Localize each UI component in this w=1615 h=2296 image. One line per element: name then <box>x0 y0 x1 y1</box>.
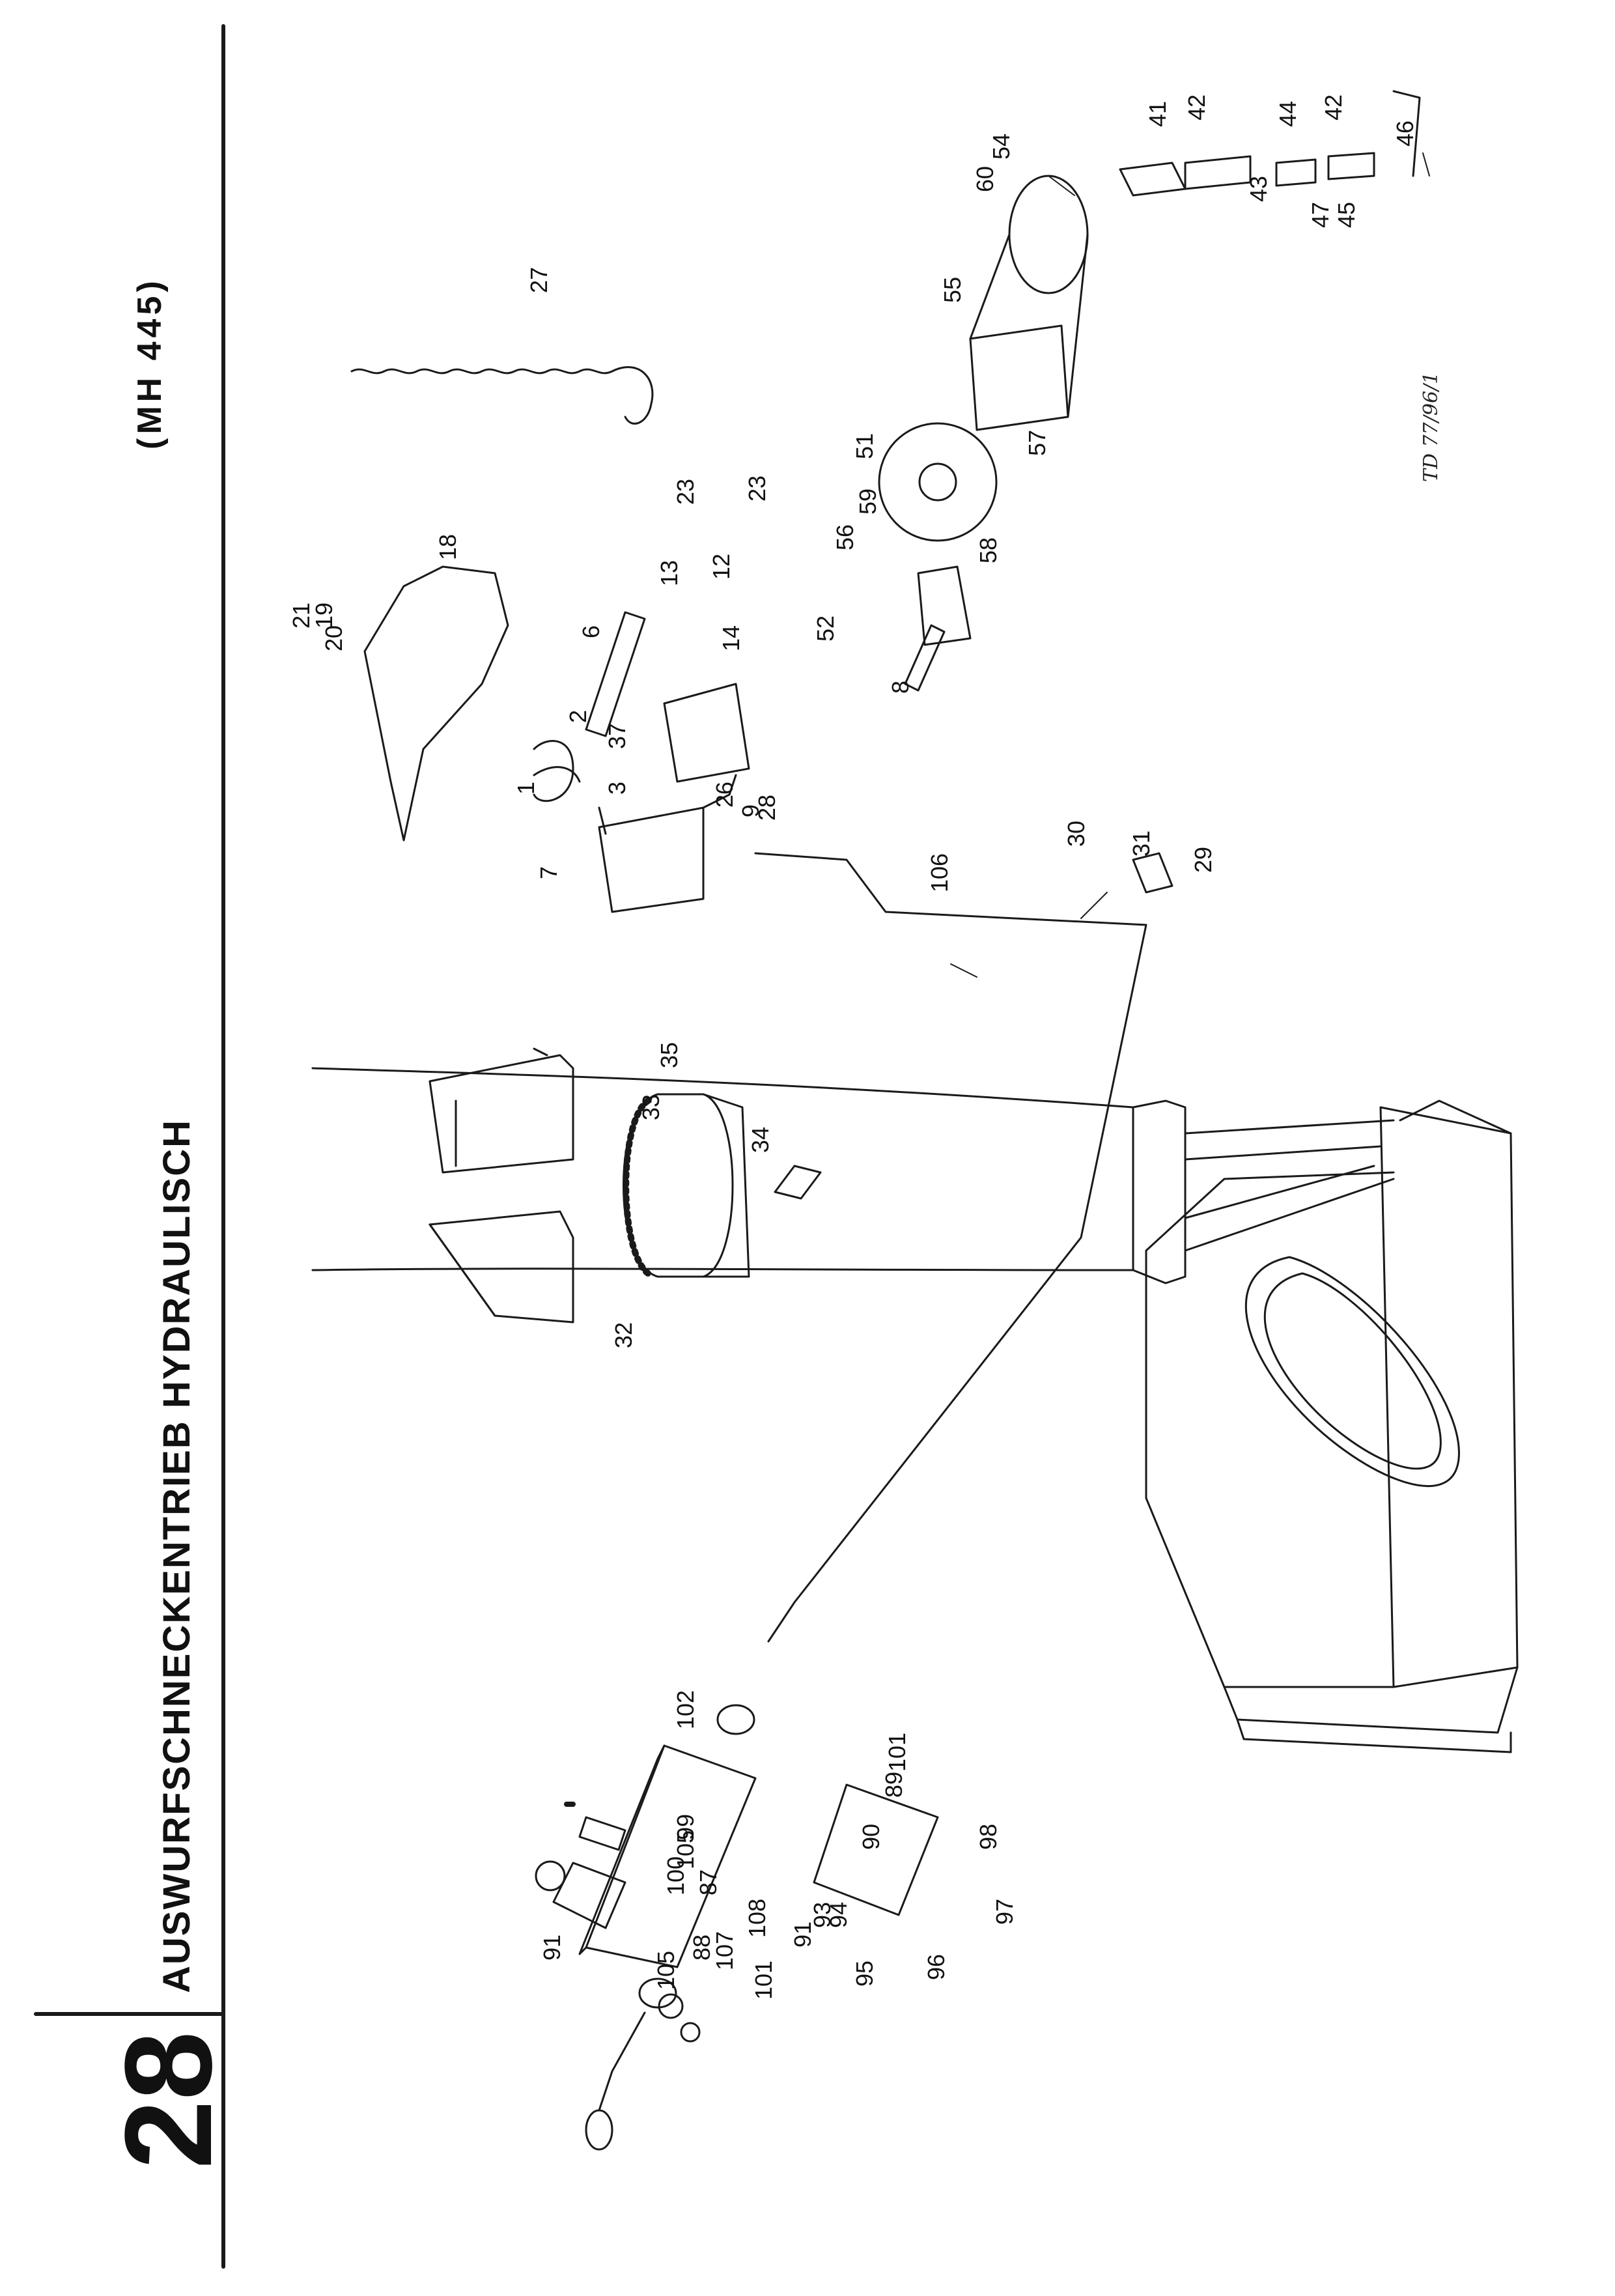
part-callout-31: 31 <box>1128 830 1155 857</box>
part-callout-101: 101 <box>750 1961 777 2000</box>
part-callout-52: 52 <box>812 616 839 642</box>
diagram-title: AUSWURFSCHNECKENTRIEB HYDRAULISCH <box>156 1119 198 1993</box>
spring-1 <box>533 740 581 802</box>
part-callout-96: 96 <box>923 1954 949 1980</box>
part-callout-42: 42 <box>1183 94 1210 120</box>
control-box-assembly <box>535 1704 939 2151</box>
part-callout-28: 28 <box>753 795 780 821</box>
part-callout-43: 43 <box>1245 176 1272 202</box>
part-callout-97: 97 <box>991 1899 1018 1925</box>
part-callout-60: 60 <box>972 166 998 192</box>
bolt-30-31 <box>1132 852 1173 894</box>
part-callout-107: 107 <box>711 1931 738 1970</box>
pin-8 <box>904 624 946 692</box>
part-callout-47: 47 <box>1307 202 1334 228</box>
part-callout-41: 41 <box>1144 101 1171 127</box>
part-callout-33: 33 <box>638 1094 664 1120</box>
part-callout-8: 8 <box>887 681 914 694</box>
hydraulic-fittings-41-47 <box>1119 90 1421 197</box>
part-callout-35: 35 <box>656 1042 682 1068</box>
part-callout-44: 44 <box>1274 101 1301 127</box>
part-callout-106: 106 <box>926 853 953 892</box>
part-callout-1: 1 <box>513 782 539 795</box>
part-callout-45: 45 <box>1333 202 1360 228</box>
part-callout-20: 20 <box>320 625 347 651</box>
part-callout-93: 93 <box>809 1902 836 1928</box>
part-callout-88: 88 <box>688 1935 715 1961</box>
part-callout-94: 94 <box>825 1902 852 1928</box>
part-callout-59: 59 <box>854 489 881 515</box>
part-callout-23: 23 <box>744 475 770 502</box>
bracket-assembly-9 <box>598 683 750 913</box>
bolt-34 <box>774 1165 822 1200</box>
part-callout-58: 58 <box>975 537 1002 563</box>
slewing-ring-gear <box>623 1093 750 1278</box>
part-callout-9: 9 <box>737 804 764 817</box>
part-callout-42: 42 <box>1320 94 1347 120</box>
part-callout-105: 105 <box>653 1951 679 1990</box>
part-callout-26: 26 <box>711 782 738 808</box>
part-callout-102: 102 <box>672 1690 699 1729</box>
part-callout-46: 46 <box>1392 120 1418 147</box>
hydraulic-motor-55 <box>878 175 1089 646</box>
part-callout-37: 37 <box>604 723 630 749</box>
part-callout-21: 21 <box>288 602 315 629</box>
part-callout-14: 14 <box>718 625 744 651</box>
discharge-chute-body <box>1145 1099 1519 1753</box>
part-callout-27: 27 <box>526 267 552 293</box>
part-callout-89: 89 <box>880 1772 907 1798</box>
part-callout-13: 13 <box>656 560 682 586</box>
part-callout-51: 51 <box>851 433 878 459</box>
part-callout-90: 90 <box>858 1824 884 1850</box>
part-callout-55: 55 <box>939 277 966 303</box>
part-callout-19: 19 <box>311 602 337 629</box>
part-callout-108: 108 <box>744 1899 770 1938</box>
part-callout-29: 29 <box>1190 847 1216 873</box>
part-callout-87: 87 <box>695 1869 722 1895</box>
part-callout-3: 3 <box>604 782 630 795</box>
coiled-cable-27 <box>350 366 654 425</box>
part-callout-91: 91 <box>539 1935 565 1961</box>
part-callout-2: 2 <box>565 710 591 723</box>
part-callout-105: 105 <box>672 1830 699 1869</box>
leader-lines <box>950 152 1430 978</box>
discharge-tube <box>311 1067 1395 1284</box>
part-callout-57: 57 <box>1024 430 1050 456</box>
part-callout-56: 56 <box>832 524 858 550</box>
guard-plate-18 <box>363 565 509 842</box>
spout-assembly <box>428 1047 574 1324</box>
part-callout-32: 32 <box>610 1322 637 1348</box>
part-callout-34: 34 <box>747 1127 774 1153</box>
part-callout-100: 100 <box>662 1856 689 1895</box>
page-number: 28 <box>100 2031 238 2169</box>
part-callout-12: 12 <box>708 554 735 580</box>
part-callout-91: 91 <box>789 1921 816 1948</box>
part-callout-6: 6 <box>578 625 604 638</box>
part-callout-54: 54 <box>988 134 1015 160</box>
part-callout-98: 98 <box>975 1824 1002 1850</box>
part-callout-99: 99 <box>672 1814 699 1840</box>
part-callout-7: 7 <box>535 866 562 879</box>
model-designation: (MH 445) <box>131 277 169 449</box>
hydraulic-line-102 <box>754 852 1147 1643</box>
part-callout-30: 30 <box>1063 821 1089 847</box>
part-callout-23: 23 <box>672 479 699 505</box>
drawing-number: TD 77/96/1 <box>1420 371 1442 482</box>
part-callout-95: 95 <box>851 1961 878 1987</box>
pin-6 <box>585 611 646 737</box>
part-callout-101: 101 <box>884 1733 910 1772</box>
part-callout-18: 18 <box>434 534 461 560</box>
